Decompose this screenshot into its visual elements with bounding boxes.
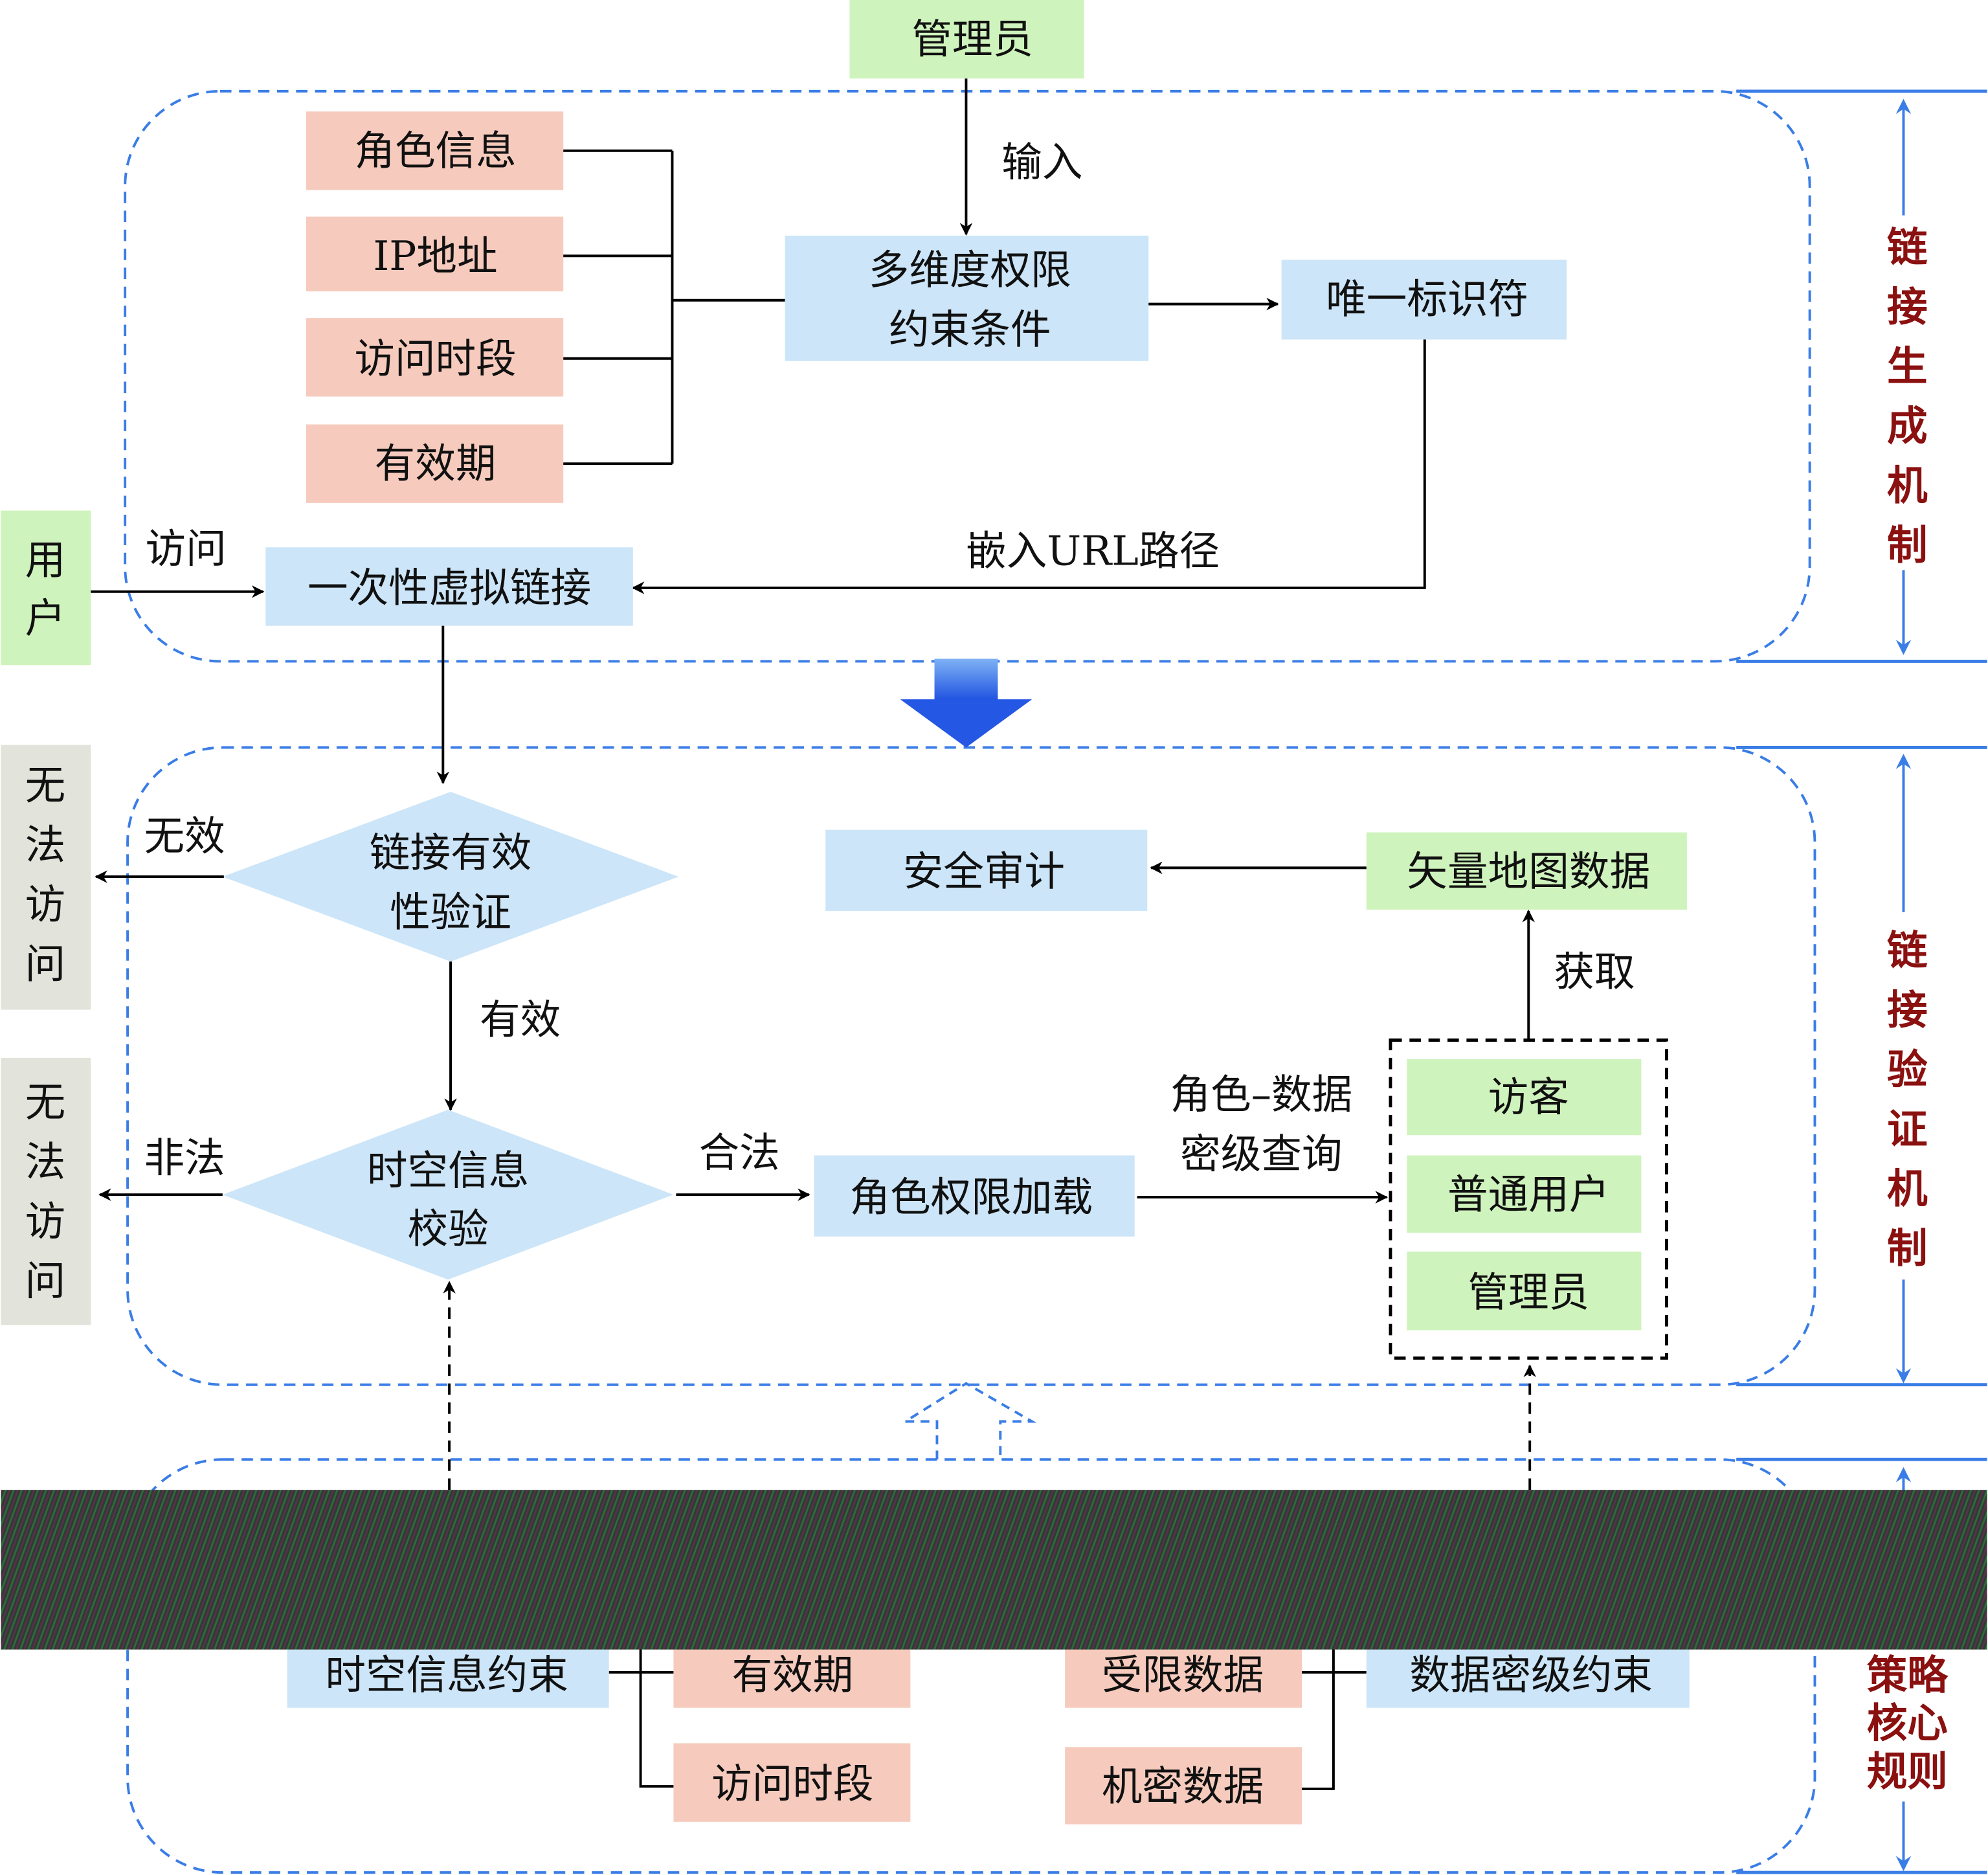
- diagram-label: 普通用户: [1447, 1171, 1609, 1218]
- diagram-label: 矢量地图数据: [1407, 848, 1650, 895]
- diagram-label: 访客: [1488, 1073, 1569, 1121]
- spatiotemporal-diamond: [222, 1110, 674, 1280]
- diagram-label: 访问时段: [711, 1760, 873, 1808]
- side-title-policy: 策略 核心 规则: [1867, 1651, 1949, 1795]
- diagram-label: 密级查询: [1180, 1130, 1342, 1178]
- role-admin: [1407, 1252, 1642, 1330]
- diagram-label: 访问时段: [354, 335, 516, 382]
- diagram-label: 有效期: [375, 440, 497, 488]
- diagram-label: 安全审计: [903, 848, 1065, 895]
- diagram-label: 有效: [480, 996, 561, 1044]
- big-down-arrow: [900, 658, 1033, 748]
- diagram-label: 接: [1887, 283, 1928, 331]
- diagram-label: 规则: [1867, 1747, 1948, 1795]
- diagram-label: 角色–数据: [1170, 1071, 1353, 1118]
- diagram-label: IP地址: [374, 232, 498, 280]
- input-label: 输入: [1001, 139, 1082, 186]
- diagram-label: 链: [1887, 223, 1928, 271]
- diagram-label: 角色信息: [354, 127, 516, 174]
- diagram-label: 约束条件: [889, 306, 1051, 353]
- diagram-label: 非法: [144, 1134, 225, 1182]
- diagram-label: 合法: [699, 1129, 780, 1176]
- diagram-label: 生: [1887, 342, 1928, 390]
- diagram-label: 获取: [1554, 948, 1635, 995]
- diagram-label: 一次性虚拟链接: [307, 564, 591, 611]
- diagram-label: 成: [1887, 401, 1928, 449]
- diagram-label: 制: [1887, 521, 1928, 568]
- secret-data-box: [1065, 1747, 1302, 1824]
- diagram-label: 问: [25, 941, 66, 988]
- diagram-label: 策略: [1867, 1651, 1949, 1699]
- role-guest: [1407, 1059, 1642, 1136]
- embed-label: 嵌入URL路径: [966, 528, 1220, 575]
- hollow-up-arrow: [900, 1382, 1037, 1460]
- user-box: [1, 510, 91, 666]
- multi-constraint-box: [785, 235, 1149, 361]
- map-data-box: [1366, 832, 1687, 910]
- one-time-link-box: [265, 547, 633, 626]
- diagram-label: 链: [1887, 926, 1928, 974]
- unique-id-box: [1281, 260, 1567, 340]
- diagram-label: 时空信息约束: [325, 1651, 568, 1698]
- link-validity-diamond: [222, 791, 679, 962]
- policy-core-container: [126, 1458, 1816, 1874]
- admin-label: 管理员: [911, 16, 1033, 63]
- diagram-label: 访: [25, 881, 66, 928]
- audit-box: [825, 829, 1148, 911]
- diagram-label: 机密数据: [1102, 1763, 1264, 1810]
- diagram-label: 制: [1887, 1224, 1928, 1272]
- diagram-label: 多维度权限: [869, 246, 1071, 293]
- diagram-label: 受限数据: [1102, 1651, 1264, 1698]
- diagram-label: 数据密级约束: [1409, 1651, 1653, 1698]
- role-user: [1407, 1155, 1642, 1233]
- diagram-label: 问: [25, 1257, 66, 1305]
- diagram-label: 证: [1887, 1105, 1928, 1152]
- diagram-label: 链接有效: [370, 829, 531, 876]
- no-access-box-1: [1, 745, 91, 1010]
- diagram-label: 校验: [408, 1206, 489, 1253]
- noise-band: [1, 1490, 1987, 1650]
- period-box: [673, 1743, 911, 1822]
- diagram-label: 法: [25, 1138, 66, 1185]
- diagram-label: 户: [25, 594, 66, 642]
- side-title-verification: 链接 验证 机制: [1887, 926, 1928, 1272]
- side-title-generation: 链接 生成 机制: [1887, 223, 1928, 569]
- admin-box: [849, 0, 1084, 79]
- diagram-label: 法: [25, 822, 66, 869]
- diagram-label: 无效: [144, 813, 225, 860]
- no-access-box-2: [1, 1057, 91, 1325]
- diagram-label: 时空信息: [367, 1147, 529, 1195]
- diagram-label: 核心: [1867, 1699, 1948, 1747]
- diagram-label: 无: [25, 1079, 66, 1126]
- diagram-label: 接: [1887, 986, 1928, 1034]
- access-label: 访问: [145, 525, 226, 572]
- diagram-label: 机: [1887, 461, 1928, 509]
- diagram-label: 唯一标识符: [1326, 275, 1528, 322]
- diagram-label: 有效期: [732, 1651, 853, 1698]
- constraint-boxes: 角色信息 IP地址 访问时段 有效期: [306, 111, 564, 503]
- diagram-label: 管理员: [1468, 1268, 1589, 1316]
- diagram-label: 无: [25, 762, 66, 809]
- role-load-box: [814, 1155, 1135, 1237]
- link-verification-container: [126, 746, 1816, 1386]
- diagram-label: 角色权限加载: [849, 1174, 1093, 1221]
- diagram-label: 用: [25, 536, 66, 583]
- diagram-label: 访: [25, 1198, 66, 1245]
- diagram-label: 性验证: [390, 888, 511, 936]
- diagram-label: 机: [1887, 1164, 1928, 1212]
- diagram-label: 验: [1887, 1046, 1928, 1094]
